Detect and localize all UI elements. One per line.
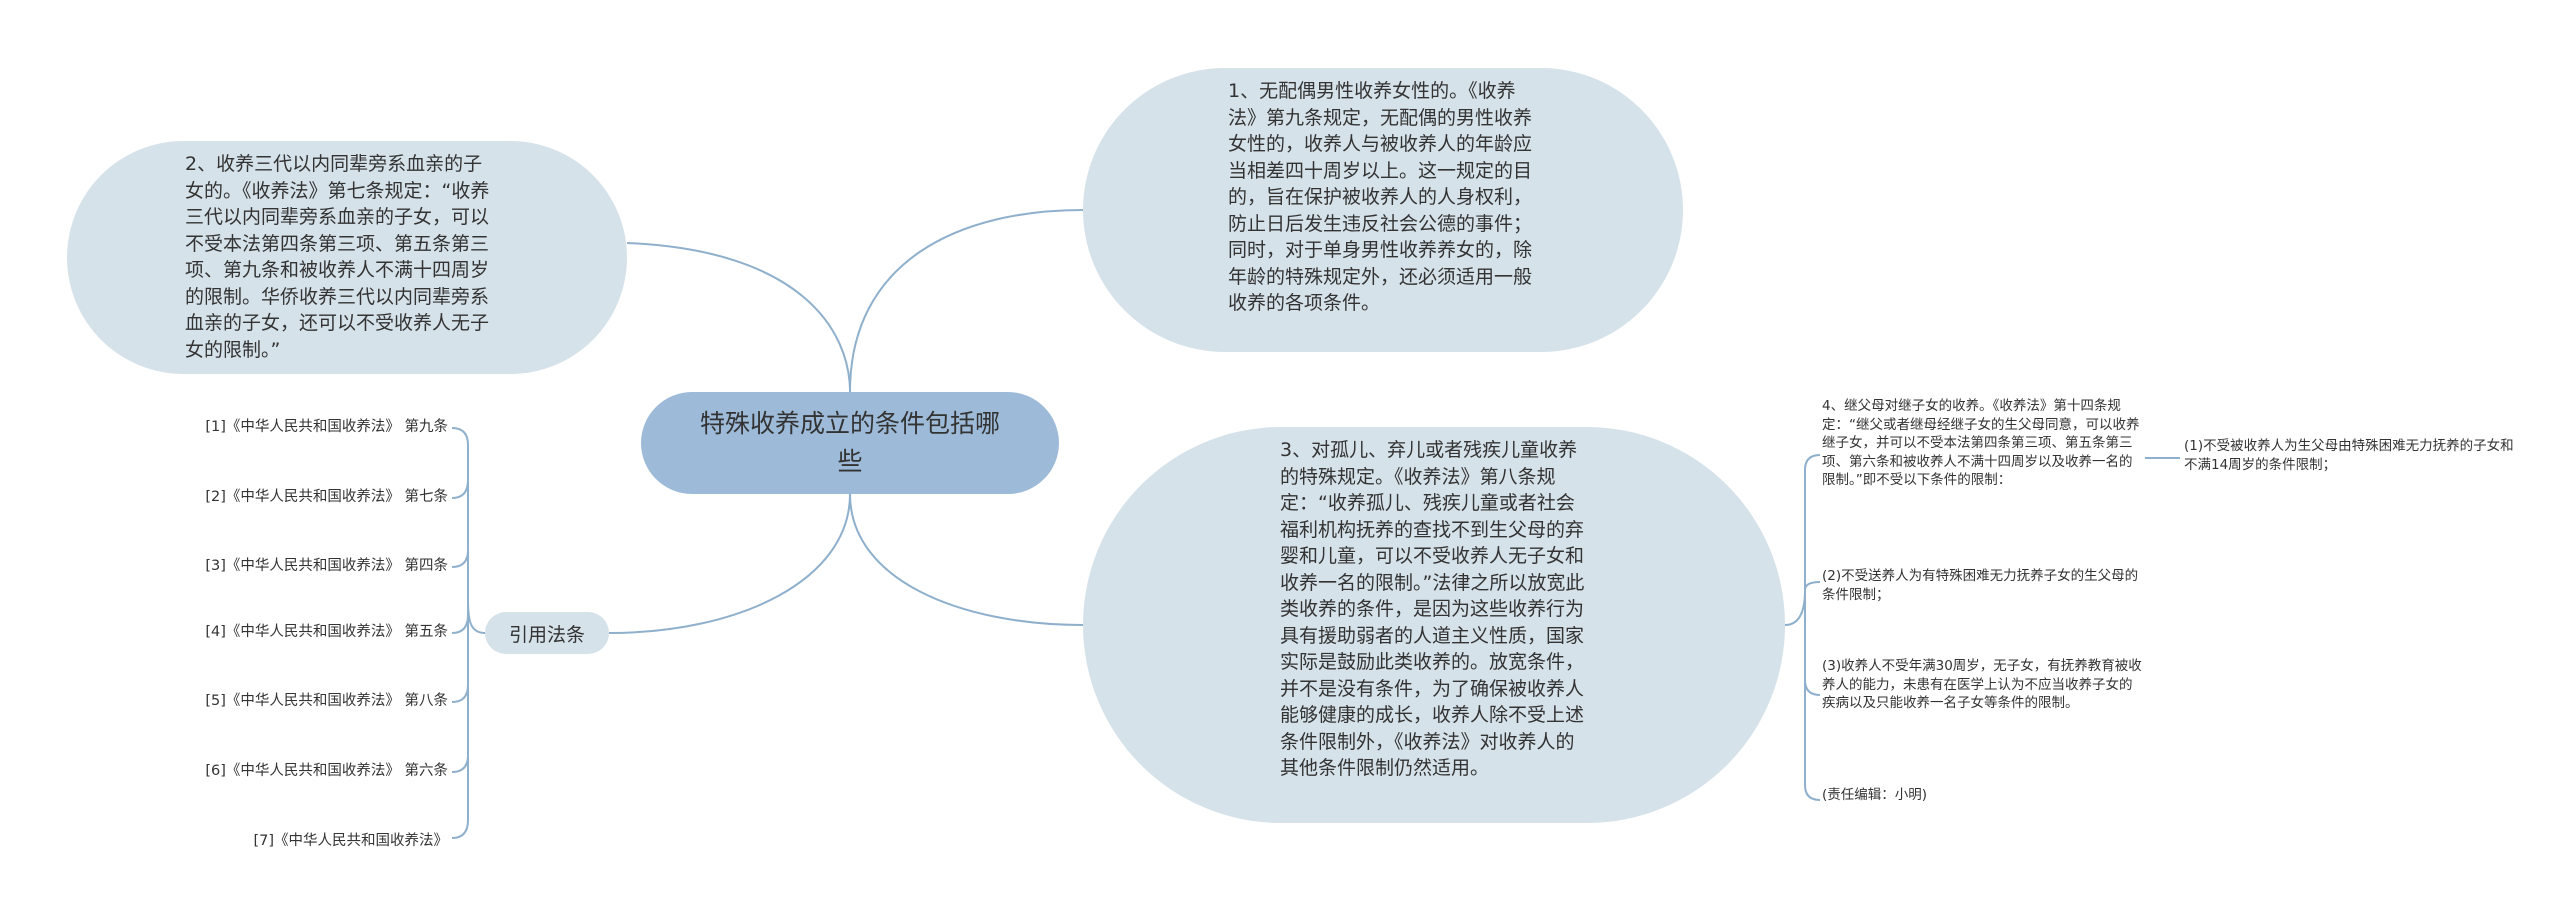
law-item-3: [3]《中华人民共和国收养法》 第四条 xyxy=(205,558,448,574)
law-item-2: [2]《中华人民共和国收养法》 第七条 xyxy=(205,489,448,505)
branch-1-bubble: 1、无配偶男性收养女性的。《收养法》第九条规定，无配偶的男性收养女性的，收养人与… xyxy=(1083,68,1683,352)
link-laws-items xyxy=(451,427,486,839)
note-3-text: (3)收养人不受年满30周岁，无子女，有抚养教育被收养人的能力，未患有在医学上认… xyxy=(1822,658,2142,711)
branch-3-bubble: 3、对孤儿、弃儿或者残疾儿童收养的特殊规定。《收养法》第八条规定：“收养孤儿、残… xyxy=(1083,427,1785,823)
cited-laws-node: 引用法条 xyxy=(485,612,609,654)
law-item-1: [1]《中华人民共和国收养法》 第九条 xyxy=(205,419,448,435)
branch-4-sub-text: (1)不受被收养人为生父母由特殊困难无力抚养的子女和不满14周岁的条件限制； xyxy=(2184,438,2514,473)
central-topic: 特殊收养成立的条件包括哪些 xyxy=(641,392,1059,494)
branch-1-text: 1、无配偶男性收养女性的。《收养法》第九条规定，无配偶的男性收养女性的，收养人与… xyxy=(1228,80,1533,314)
law-item-6: [6]《中华人民共和国收养法》 第六条 xyxy=(205,763,448,779)
branch-4-text: 4、继父母对继子女的收养。《收养法》第十四条规定：“继父或者继母经继子女的生父母… xyxy=(1822,398,2140,488)
note-2-text: (2)不受送养人为有特殊困难无力抚养子女的生父母的条件限制； xyxy=(1822,568,2139,603)
link-center-branch1 xyxy=(849,209,1084,393)
branch-2-text: 2、收养三代以内同辈旁系血亲的子女的。《收养法》第七条规定：“收养三代以内同辈旁… xyxy=(185,153,490,361)
cited-laws-label: 引用法条 xyxy=(508,623,585,646)
branch-3-text: 3、对孤儿、弃儿或者残疾儿童收养的特殊规定。《收养法》第八条规定：“收养孤儿、残… xyxy=(1280,439,1585,779)
link-center-branch3 xyxy=(849,493,1084,626)
editor-text: (责任编辑：小明) xyxy=(1822,787,1928,803)
link-center-branch2 xyxy=(626,242,851,393)
link-center-laws xyxy=(608,493,851,634)
branch-2-bubble: 2、收养三代以内同辈旁系血亲的子女的。《收养法》第七条规定：“收养三代以内同辈旁… xyxy=(67,141,627,374)
central-topic-text: 特殊收养成立的条件包括哪些 xyxy=(700,409,1001,476)
law-item-7: [7]《中华人民共和国收养法》 xyxy=(253,833,448,849)
law-item-4: [4]《中华人民共和国收养法》 第五条 xyxy=(205,624,448,640)
law-item-5: [5]《中华人民共和国收养法》 第八条 xyxy=(205,693,448,709)
link-branch3-notes xyxy=(1784,454,1821,801)
